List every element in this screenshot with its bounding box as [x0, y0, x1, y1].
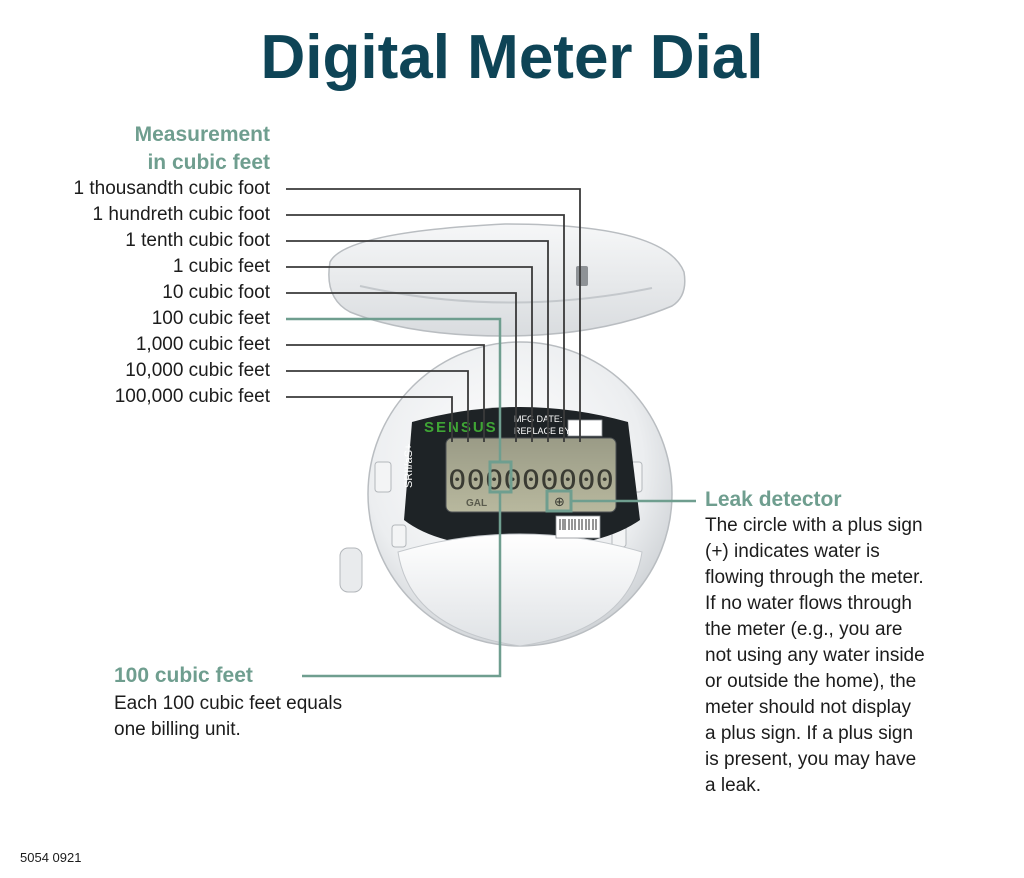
leader-line-1-hundreth	[286, 214, 565, 442]
leak-detector-line: (+) indicates water is	[705, 541, 880, 562]
meter-unit: GAL	[466, 498, 487, 509]
leak-detector-description: The circle with a plus sign (+) indicate…	[705, 513, 1005, 799]
leak-detector-line: meter should not display	[705, 697, 911, 718]
label-1-cubic-feet: 1 cubic feet	[172, 256, 270, 277]
billing-unit-line: one billing unit.	[114, 719, 241, 740]
label-1-tenth-cubic-foot: 1 tenth cubic foot	[125, 230, 270, 251]
label-100-cubic-feet: 100 cubic feet	[151, 308, 270, 329]
label-100000-cubic-feet: 100,000 cubic feet	[114, 386, 270, 407]
label-10-cubic-foot: 10 cubic foot	[162, 282, 270, 303]
billing-unit-line: Each 100 cubic feet equals	[114, 693, 343, 714]
measurement-heading-line2: in cubic feet	[147, 151, 270, 174]
billing-unit-description: Each 100 cubic feet equals one billing u…	[114, 691, 434, 743]
leader-line-1-cubic-feet	[286, 266, 533, 442]
meter-digits: 000000000	[448, 465, 614, 496]
leak-detector-line: the meter (e.g., you are	[705, 619, 903, 640]
leader-line-1-thousandth	[286, 188, 581, 442]
meter-model: SRII/aS+	[403, 444, 415, 488]
leader-line-1-tenth	[286, 240, 549, 442]
leak-detector-title: Leak detector	[705, 488, 842, 511]
leader-line-100000-cubic-feet	[286, 396, 453, 442]
leak-detector-line: The circle with a plus sign	[705, 515, 923, 536]
leader-line-billing-unit	[302, 492, 502, 678]
document-code: 5054 0921	[20, 850, 82, 865]
leak-detector-line: a plus sign. If a plus sign	[705, 723, 914, 744]
label-10000-cubic-feet: 10,000 cubic feet	[125, 360, 270, 381]
leak-detector-line: not using any water inside	[705, 645, 925, 666]
meter-body	[339, 341, 673, 647]
leader-line-10-cubic-foot	[286, 292, 517, 442]
meter-mfg-label: MFG DATE:	[514, 414, 562, 424]
leader-line-1000-cubic-feet	[286, 344, 485, 442]
leak-detector-line: If no water flows through	[705, 593, 912, 614]
leader-line-10000-cubic-feet	[286, 370, 469, 442]
meter-brand: SENSUS	[424, 419, 498, 436]
measurement-heading-line1: Measurement	[134, 123, 270, 146]
leak-detector-line: a leak.	[705, 775, 761, 796]
leak-detector-line: flowing through the meter.	[705, 567, 924, 588]
meter-replace-label: REPLACE BY:	[514, 426, 573, 436]
leak-detector-line: is present, you may have	[705, 749, 917, 770]
leak-detector-line: or outside the home), the	[705, 671, 917, 692]
label-1-thousandth-cubic-foot: 1 thousandth cubic foot	[73, 178, 270, 199]
billing-unit-title: 100 cubic feet	[114, 664, 253, 687]
label-1000-cubic-feet: 1,000 cubic feet	[135, 334, 270, 355]
measurement-heading: Measurement in cubic feet	[60, 121, 270, 177]
meter-leak-symbol: ⊕	[554, 495, 565, 510]
page-title: Digital Meter Dial	[260, 23, 764, 92]
label-1-hundreth-cubic-foot: 1 hundreth cubic foot	[92, 204, 270, 225]
leader-line-100-cubic-feet	[286, 317, 502, 462]
